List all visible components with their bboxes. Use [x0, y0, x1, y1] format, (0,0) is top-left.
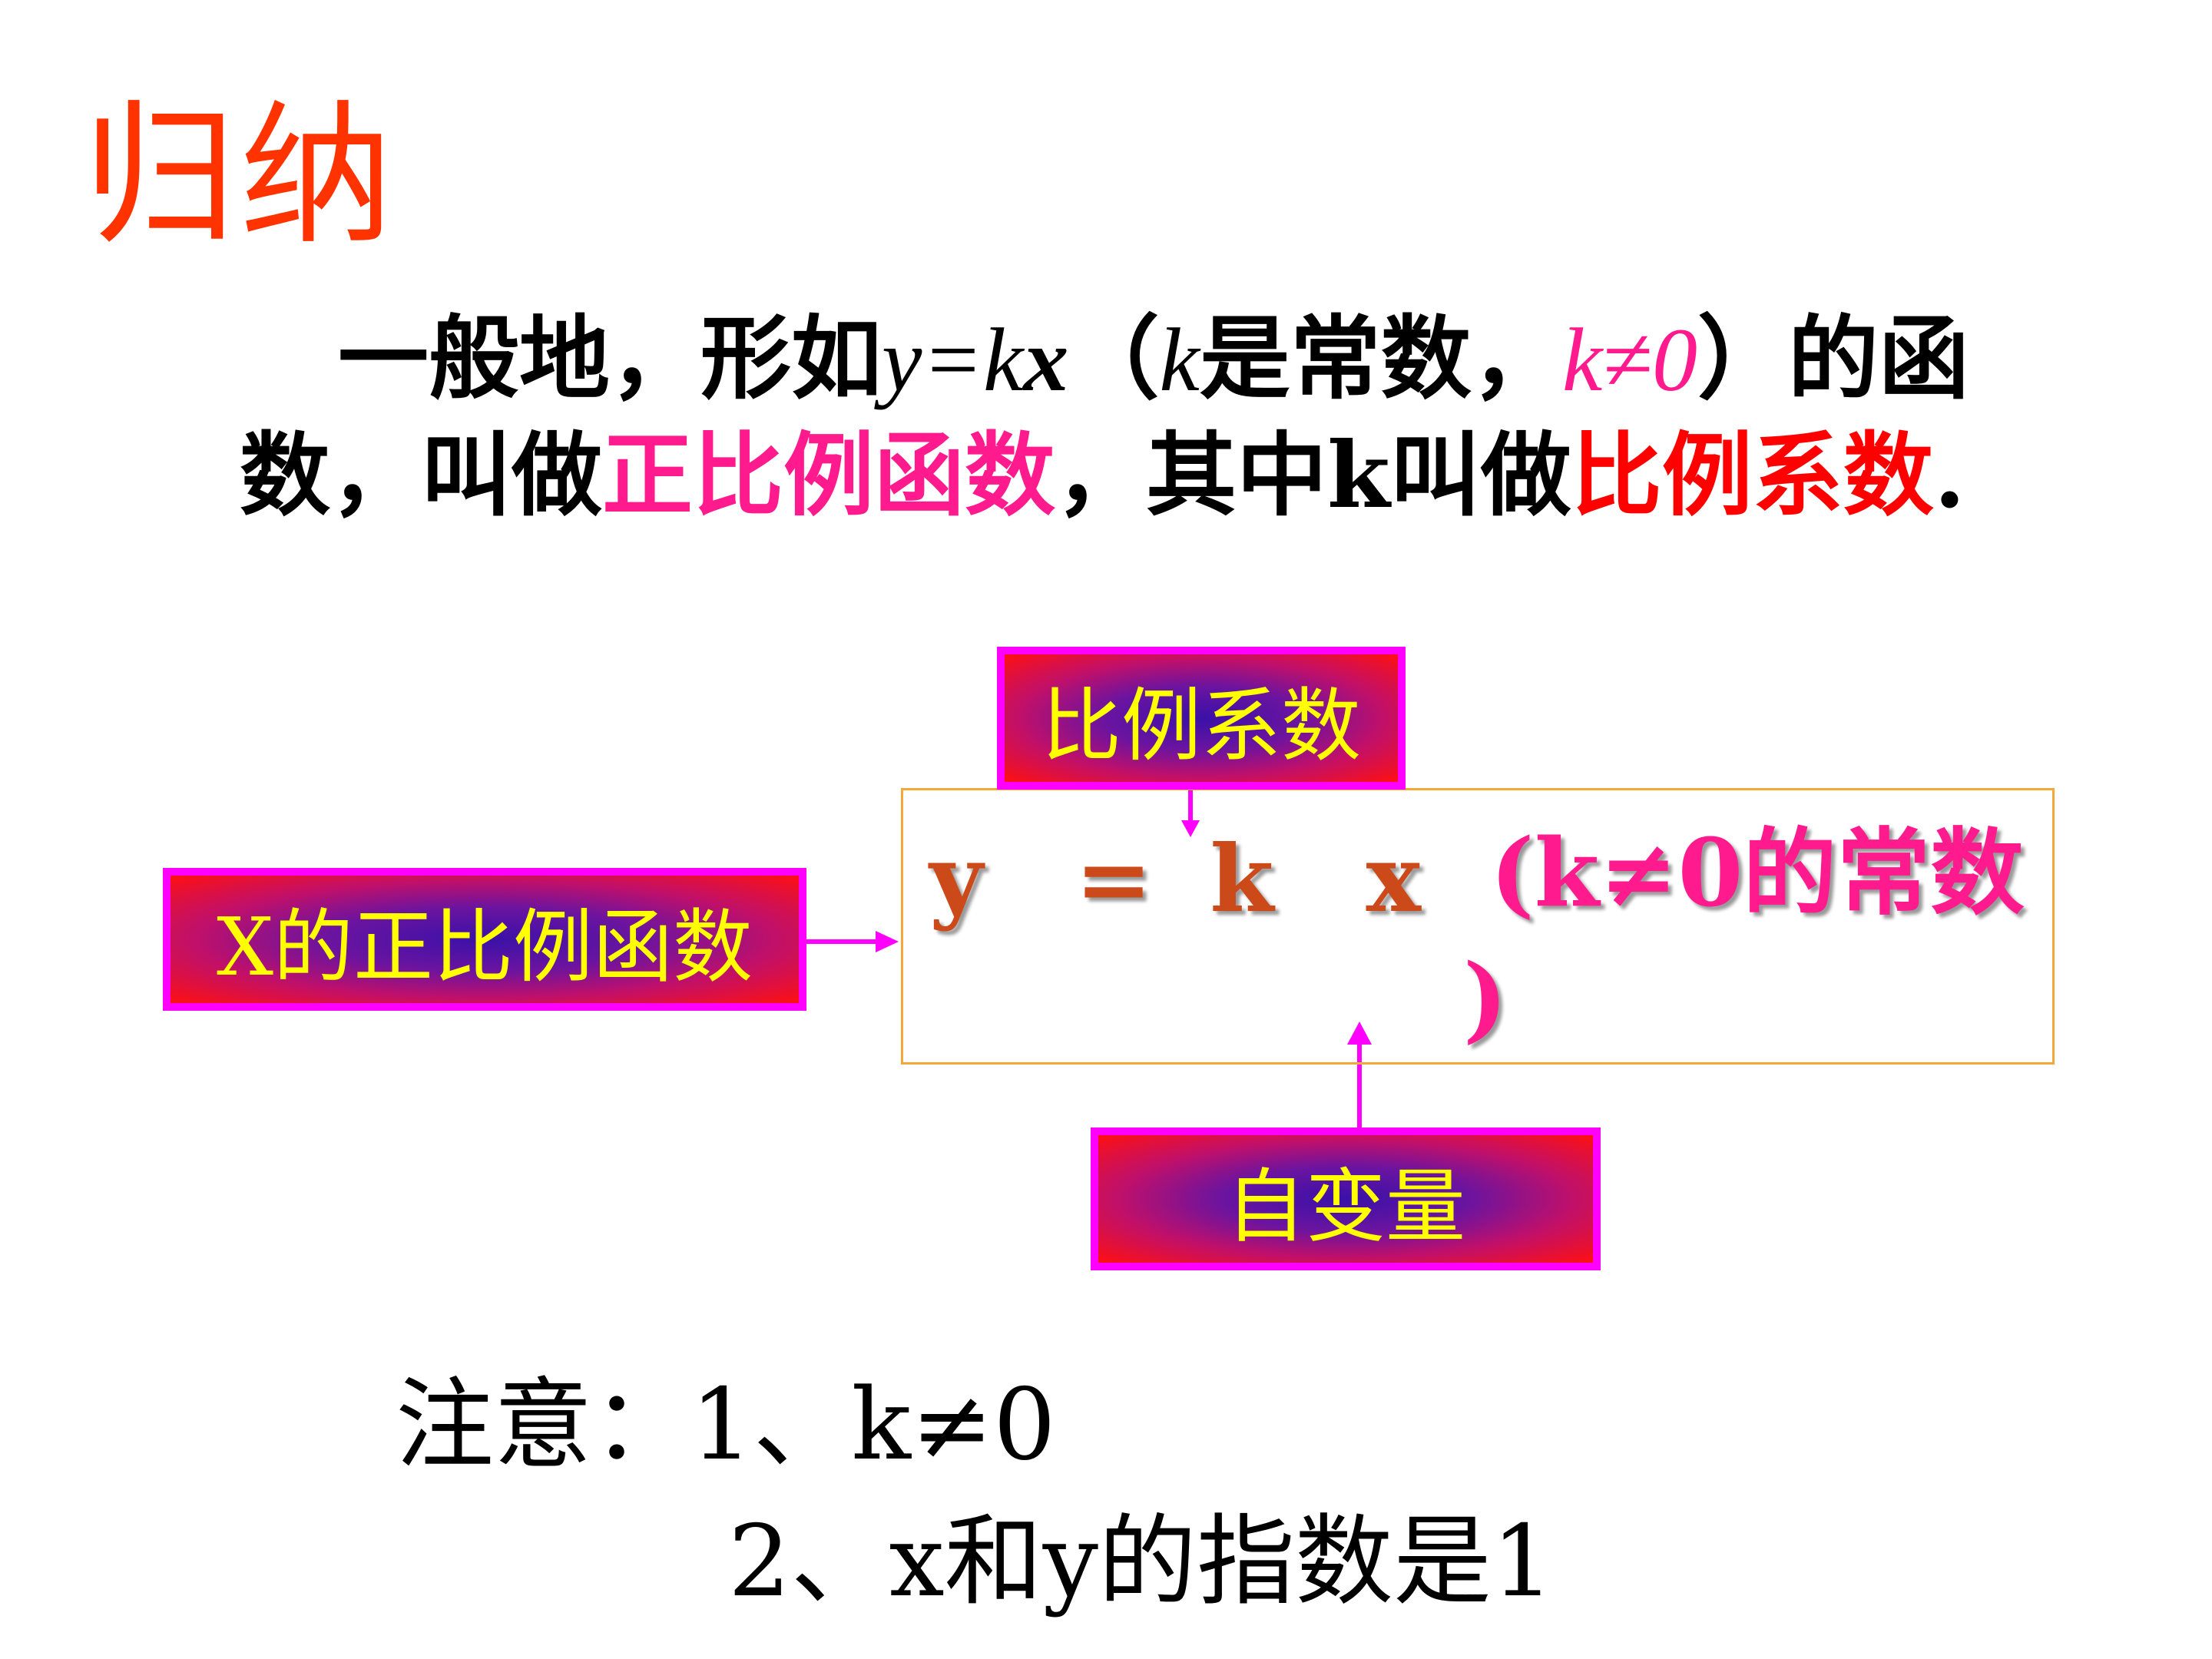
formula-y: y: [882, 310, 922, 410]
label-independent-variable: 自变量: [1091, 1128, 1601, 1270]
label-function-of-x: X的正比例函数: [163, 868, 806, 1011]
definition-text: ，其中k叫做: [1055, 422, 1571, 528]
eq-y: y: [929, 825, 983, 933]
formula-x: x: [1023, 310, 1069, 410]
definition-line-1: 一般地，形如y=kx（k是常数，k≠0）的函: [338, 313, 1969, 406]
note-line-2: 2、x和y的指数是1: [728, 1505, 1555, 1619]
constant-k: k: [1159, 310, 1200, 410]
arrow-variable: [1347, 1022, 1372, 1128]
eq-x: x: [1366, 825, 1421, 933]
condition-k-nonzero: k≠0: [1561, 310, 1697, 410]
definition-line-2: 数，叫做正比例函数，其中k叫做比例系数.: [240, 430, 1965, 521]
equation-frame: [901, 788, 2055, 1065]
eq-equals: =: [1075, 825, 1153, 933]
label-coefficient: 比例系数: [997, 647, 1406, 790]
definition-text: 数，叫做: [240, 422, 603, 528]
definition-text: （: [1068, 305, 1160, 412]
slide-title: 归纳: [83, 87, 397, 266]
term-proportional-coefficient: 比例系数: [1571, 422, 1934, 528]
note-line-1: 注意：1、k≠0: [396, 1368, 1056, 1482]
definition-text: 一般地，形如: [338, 305, 882, 412]
formula-k: k: [983, 310, 1024, 410]
eq-condition: (k≠0的常数: [1490, 817, 2025, 928]
term-direct-proportion-function: 正比例函数: [602, 422, 1056, 528]
arrow-function: [806, 931, 899, 952]
formula-equals: =: [922, 310, 984, 410]
definition-text: .: [1933, 422, 1965, 528]
eq-close-paren: ): [1463, 942, 1508, 1053]
definition-text: 是常数，: [1199, 305, 1562, 412]
definition-text: ）的函: [1697, 305, 1969, 412]
eq-k: k: [1210, 825, 1274, 933]
arrow-coefficient: [1181, 790, 1200, 837]
